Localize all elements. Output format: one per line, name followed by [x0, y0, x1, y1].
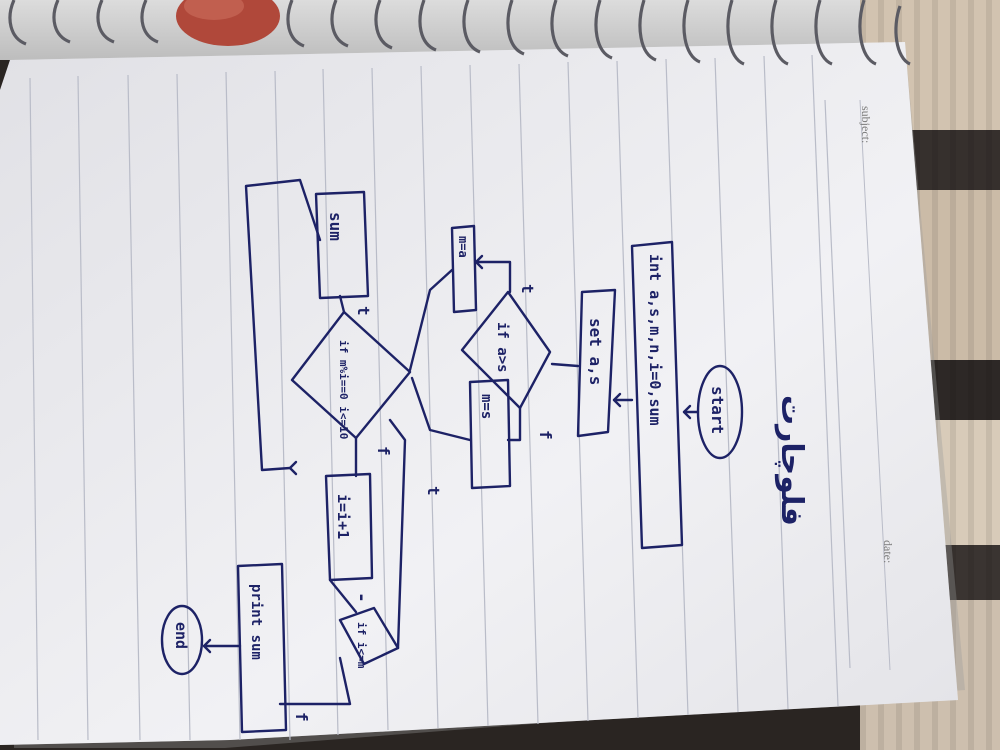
connector — [388, 418, 407, 650]
arrow-head — [612, 392, 622, 408]
connector — [550, 362, 580, 368]
cond-loop-text: if m%i==0 i<=10 — [337, 340, 350, 439]
connector — [278, 656, 352, 706]
minus-label: - — [351, 592, 372, 603]
end-oval — [160, 604, 204, 676]
true-label: t — [424, 486, 443, 496]
declare-box — [630, 240, 684, 550]
input-text: set a,s — [586, 318, 605, 385]
sum-text: sum — [326, 212, 345, 241]
loop-back-line — [244, 178, 322, 472]
connector — [474, 260, 512, 294]
flowchart-labels: start int a,s,m,n,i=0,sum set a,s if a>s… — [172, 212, 727, 722]
connector — [328, 578, 358, 614]
print-text: print sum — [248, 584, 264, 660]
false-label: f — [292, 712, 311, 722]
arrow-head — [474, 254, 484, 270]
arrow-head — [682, 404, 692, 420]
sum-box — [314, 190, 370, 300]
true-label: t — [518, 284, 537, 294]
connector — [408, 268, 454, 372]
increment-text: i=i+1 — [334, 494, 352, 539]
connector — [410, 376, 472, 442]
title-handwritten: فلوچارت — [774, 395, 809, 526]
cond-i-text: if i<=m — [355, 622, 368, 669]
declare-text: int a,s,m,n,i=0,sum — [646, 254, 664, 426]
flowchart — [160, 178, 744, 734]
false-label: f — [536, 430, 555, 440]
end-text: end — [172, 622, 190, 649]
subject-label: subject: — [859, 106, 873, 143]
connector — [506, 406, 522, 442]
input-box — [576, 288, 617, 438]
connector — [338, 294, 346, 314]
print-box — [236, 562, 288, 734]
assign-m-s-box — [468, 378, 512, 490]
true-label: t — [354, 306, 373, 316]
false-label: f — [374, 446, 393, 456]
date-label: date: — [881, 540, 895, 563]
start-text: start — [708, 386, 727, 434]
spiral-binding — [8, 0, 911, 66]
arrow-head — [202, 638, 212, 654]
arrow-head — [288, 460, 298, 476]
assign-m-a-box — [450, 224, 478, 314]
assign-m-a-text: m=a — [456, 236, 470, 258]
cond-a-s-text: if a>s — [494, 322, 510, 373]
assign-m-s-text: m=s — [478, 394, 494, 419]
